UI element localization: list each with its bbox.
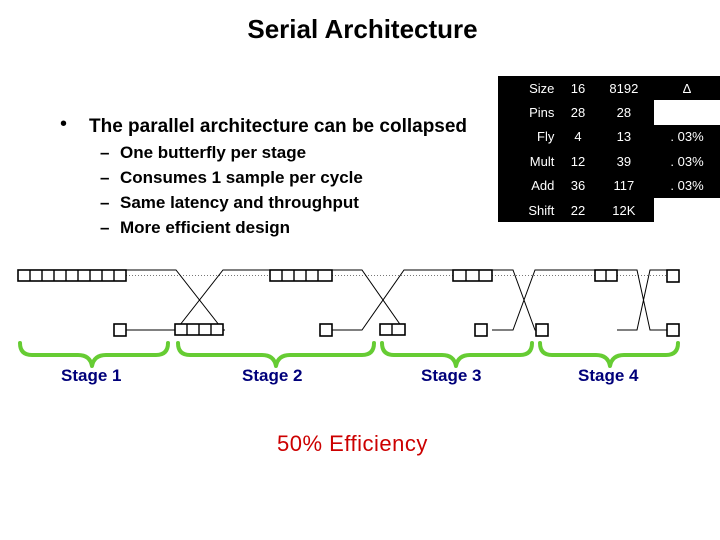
register-box (113, 323, 127, 337)
table-cell: Add (498, 173, 563, 198)
bullet-marker: • (60, 113, 68, 135)
table-cell: 8192 (593, 76, 655, 101)
stage-1-brace (18, 341, 170, 368)
table-cell: 36 (562, 173, 594, 198)
table-cell: 28 (593, 100, 655, 125)
sub-bullet-marker: – (100, 168, 110, 187)
sub-bullet-item: One butterfly per stage (120, 143, 307, 162)
sub-bullet-marker: – (100, 218, 110, 237)
table-cell: Size (498, 76, 563, 101)
butterfly-line (617, 269, 668, 331)
table-cell: Δ (654, 76, 720, 101)
shift-register (452, 269, 493, 282)
table-row: Fly 4 13 . 03% (498, 124, 720, 150)
table-cell: . 03% (654, 124, 720, 150)
table-row: Mult 12 39 . 03% (498, 149, 720, 174)
butterfly-line (617, 269, 668, 331)
sub-bullet-item: More efficient design (120, 218, 291, 237)
sub-bullet-marker: – (100, 143, 110, 162)
table-cell: Mult (498, 149, 563, 174)
table-row: Pins 28 28 (498, 100, 720, 125)
stats-table: Size 16 8192 Δ Pins 28 28 Fly 4 13 . 03%… (498, 76, 720, 223)
table-cell: 39 (593, 149, 655, 174)
table-cell (654, 100, 720, 125)
sub-bullet-marker: – (100, 193, 110, 212)
table-cell: Fly (498, 124, 563, 150)
table-cell: 28 (562, 100, 594, 125)
stage-label: Stage 2 (242, 366, 303, 385)
table-cell: . 03% (654, 173, 720, 198)
table-cell: Pins (498, 100, 563, 125)
register-box (666, 269, 680, 283)
stage-label: Stage 1 (61, 366, 122, 385)
table-cell: 4 (562, 124, 594, 150)
butterfly-line (332, 269, 453, 331)
register-box (666, 323, 680, 337)
stage-label: Stage 4 (578, 366, 639, 385)
table-cell: . 03% (654, 149, 720, 174)
table-row: Size 16 8192 Δ (498, 76, 720, 101)
stage-2-brace (176, 341, 376, 368)
table-row: Add 36 117 . 03% (498, 173, 720, 198)
table-cell: 12K (593, 197, 655, 223)
register-box (535, 323, 549, 337)
stage-3-brace (380, 341, 534, 368)
table-cell: 13 (593, 124, 655, 150)
table-cell (654, 197, 720, 223)
table-cell: 22 (562, 197, 594, 223)
register-box (474, 323, 488, 337)
table-row: Shift 22 12K (498, 197, 720, 223)
efficiency-label: 50% Efficiency (277, 431, 428, 456)
table-cell: 16 (562, 76, 594, 101)
table-cell: 117 (593, 173, 655, 198)
shift-register (17, 269, 127, 282)
stage-label: Stage 3 (421, 366, 482, 385)
table-cell: Shift (498, 197, 563, 223)
butterfly-line (492, 269, 595, 331)
page-title: Serial Architecture (247, 14, 478, 44)
butterfly-line (126, 269, 225, 331)
stage-4-brace (538, 341, 680, 368)
butterfly-line (126, 269, 270, 331)
shift-register (269, 269, 333, 282)
register-box (319, 323, 333, 337)
sub-bullet-item: Consumes 1 sample per cycle (120, 168, 363, 187)
bullet-text: The parallel architecture can be collaps… (89, 116, 468, 137)
sub-bullet-item: Same latency and throughput (120, 193, 359, 212)
table-cell: 12 (562, 149, 594, 174)
